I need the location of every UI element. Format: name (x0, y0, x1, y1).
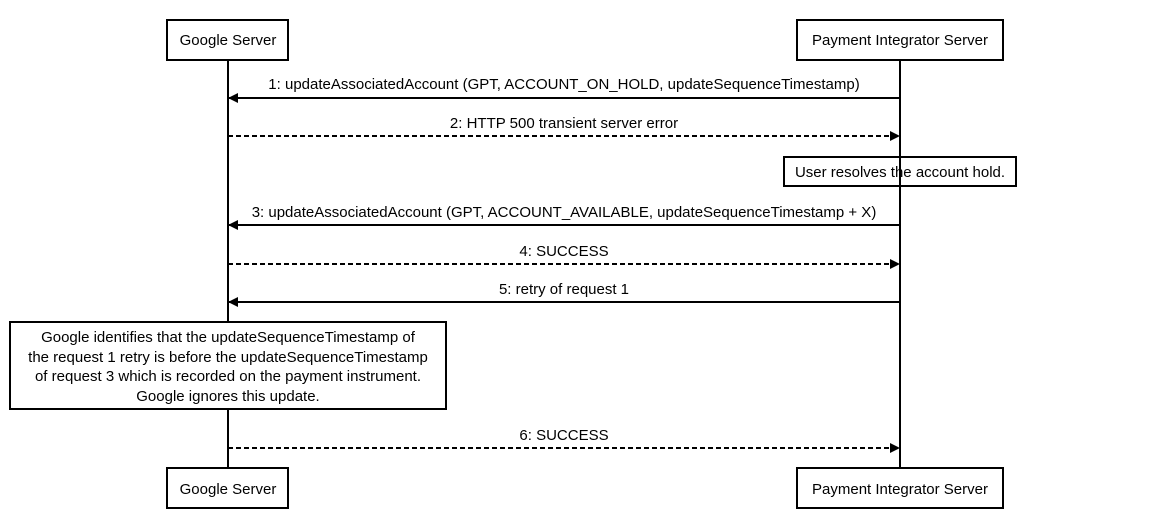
message-label: 3: updateAssociatedAccount (GPT, ACCOUNT… (252, 204, 877, 221)
participant-integrator-top: Payment Integrator Server (796, 19, 1004, 61)
message-5: 5: retry of request 1 (228, 281, 900, 307)
participant-label: Google Server (180, 32, 277, 49)
note-text-line: Google identifies that the updateSequenc… (41, 329, 416, 346)
note-text-line: the request 1 retry is before the update… (28, 349, 428, 366)
message-4: 4: SUCCESS (228, 243, 900, 269)
message-6: 6: SUCCESS (228, 427, 900, 453)
message-label: 2: HTTP 500 transient server error (450, 115, 678, 132)
note-user-resolves: User resolves the account hold. (783, 156, 1017, 187)
message-label: 6: SUCCESS (519, 427, 608, 444)
message-1: 1: updateAssociatedAccount (GPT, ACCOUNT… (228, 76, 900, 103)
message-2: 2: HTTP 500 transient server error (228, 115, 900, 141)
participant-google-top: Google Server (166, 19, 289, 61)
participant-google-bottom: Google Server (166, 467, 289, 509)
participant-label: Payment Integrator Server (812, 32, 988, 49)
message-label: 5: retry of request 1 (499, 281, 629, 298)
note-text-line: Google ignores this update. (136, 388, 319, 405)
note-google-ignores: Google identifies that the updateSequenc… (9, 321, 447, 410)
message-label: 4: SUCCESS (519, 243, 608, 260)
participant-integrator-bottom: Payment Integrator Server (796, 467, 1004, 509)
participant-label: Payment Integrator Server (812, 481, 988, 498)
message-3: 3: updateAssociatedAccount (GPT, ACCOUNT… (228, 204, 900, 230)
message-label: 1: updateAssociatedAccount (GPT, ACCOUNT… (268, 76, 859, 93)
participant-label: Google Server (180, 481, 277, 498)
note-text-line: of request 3 which is recorded on the pa… (35, 368, 421, 385)
